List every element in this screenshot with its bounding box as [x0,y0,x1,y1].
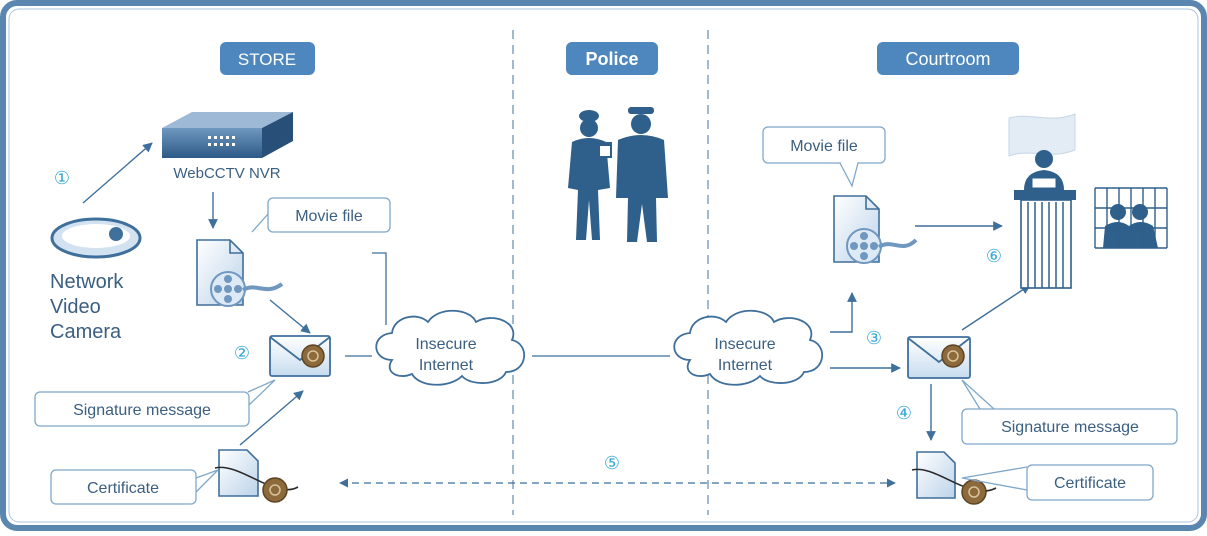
callout-movie-file-store: Movie file [251,197,391,233]
callout-signature-message-store: Signature message [34,379,276,427]
flag-icon [1008,113,1076,157]
step-5-number: ⑤ [604,453,620,473]
arrow-movie-to-envelope [269,299,311,334]
signed-envelope-icon [269,335,331,377]
section-badge-store: STORE [220,42,315,75]
section-badge-police: Police [566,42,658,75]
certificate-icon [214,449,299,503]
callout-movie-file-courtroom: Movie file [762,126,886,188]
step-2-number: ② [234,343,250,363]
inner-frame [8,8,1199,523]
camera-label-line1: Network [50,271,124,293]
arrow-internet-to-movie [830,292,857,333]
step-6-number: ⑥ [986,246,1002,266]
callout-certificate-store: Certificate [50,469,219,505]
internet-left-line1: Insecure [415,336,476,353]
movie-file-label-courtroom: Movie file [790,138,858,155]
signed-envelope-icon [907,336,971,379]
police-officers-icon [568,107,668,242]
step-1-number: ① [54,168,70,188]
certificate-icon [911,451,997,505]
arrow-camera-to-nvr [82,142,153,204]
certificate-label-store: Certificate [87,480,159,497]
section-courtroom-label: Courtroom [905,49,990,69]
signature-message-label-courtroom: Signature message [1001,419,1139,436]
camera-label-line2: Video [50,296,101,318]
step-4-number: ④ [896,403,912,423]
connector-movie-to-internet [372,252,387,325]
network-camera-icon [50,217,142,259]
judge-podium-icon [1014,150,1076,289]
camera-label-line3: Camera [50,321,122,343]
internet-right-line2: Internet [718,357,773,374]
certificate-label-courtroom: Certificate [1054,475,1126,492]
suspects-behind-bars-icon [1094,187,1168,249]
nvr-device-icon [162,112,293,158]
arrow-envelope-to-judge [961,284,1031,331]
movie-file-label-store: Movie file [295,208,363,225]
movie-file-icon [196,239,284,307]
step-3-number: ③ [866,328,882,348]
section-police-label: Police [585,49,638,69]
nvr-label: WebCCTV NVR [173,165,280,182]
internet-right-line1: Insecure [714,336,775,353]
section-store-label: STORE [238,50,296,69]
cloud-icon [673,309,824,386]
internet-left-line2: Internet [419,357,474,374]
callout-certificate-courtroom: Certificate [961,464,1154,501]
section-badge-courtroom: Courtroom [877,42,1019,75]
arrow-certificate-to-envelope [239,390,304,446]
movie-file-icon [833,195,918,264]
cloud-icon [375,309,526,386]
signature-message-label-store: Signature message [73,402,211,419]
callout-signature-message-courtroom: Signature message [961,379,1178,445]
